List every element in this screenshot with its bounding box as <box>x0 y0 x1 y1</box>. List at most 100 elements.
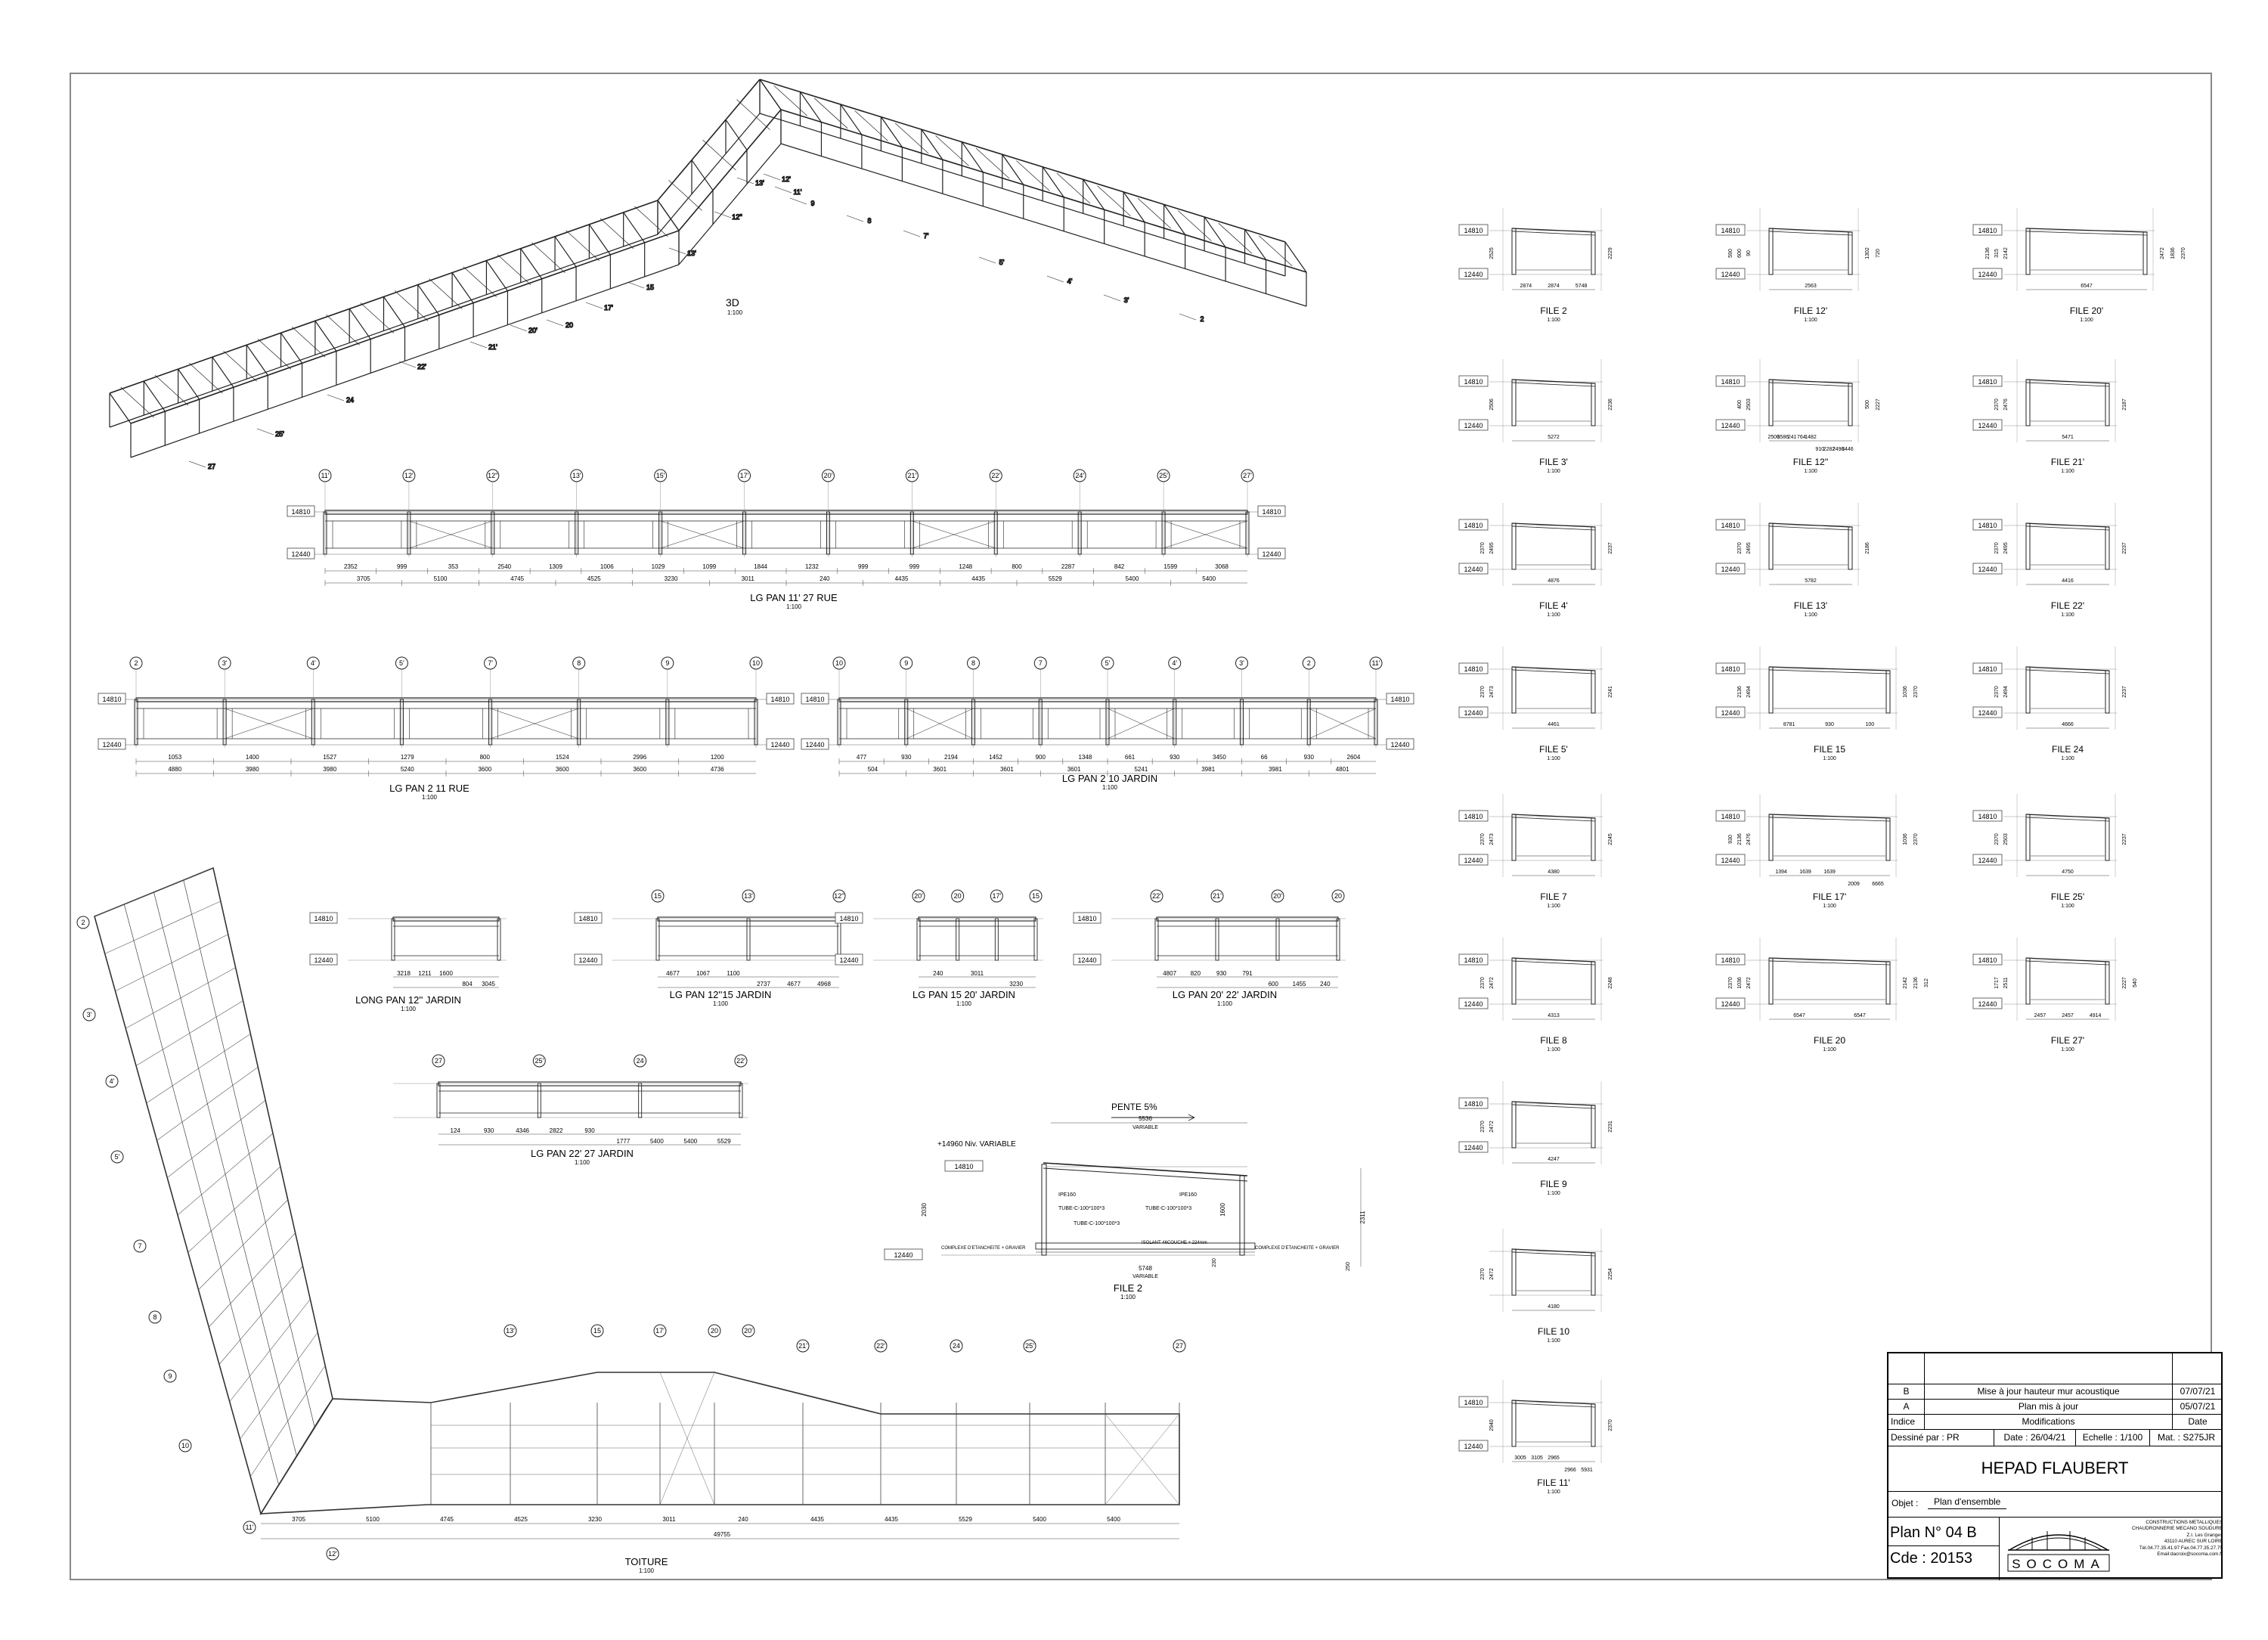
dimension-label: 2473 <box>1489 686 1495 698</box>
axis-bubble <box>570 469 584 482</box>
dimension-label: 930 <box>484 1127 494 1134</box>
level-tag <box>1715 224 1746 236</box>
dimension-label: 2030 <box>921 1203 928 1217</box>
roof-beam <box>1511 1251 1596 1257</box>
iso-crossbeam <box>178 368 200 400</box>
roof-beam <box>1511 1403 1596 1408</box>
column <box>904 699 909 746</box>
dimension-label: 1836 <box>2170 247 2176 259</box>
level-label: 14810 <box>1978 378 1997 386</box>
axis-label: 21' <box>907 472 916 479</box>
axis-bubble <box>1241 469 1254 482</box>
column <box>1591 383 1596 426</box>
dimension-label: 2540 <box>497 563 511 570</box>
dimension-label: 1639 <box>1823 870 1836 875</box>
roof-beam <box>1511 817 1596 822</box>
dimension-label: 2187 <box>2122 398 2127 411</box>
level-tag <box>1972 375 2003 387</box>
dimension-label: 2494 <box>2003 686 2009 698</box>
roof-outline-wing <box>94 867 333 1515</box>
iso-purlin <box>291 327 326 358</box>
level-label: 12440 <box>1721 271 1740 278</box>
dimension-label: 4180 <box>1548 1304 1560 1310</box>
level-tag <box>287 547 315 560</box>
file-section-scale: 1:100 <box>2061 1047 2074 1053</box>
iso-beam <box>109 200 658 394</box>
dimension-label: 240 <box>1320 981 1331 987</box>
iso-axis-label: 13' <box>687 250 696 257</box>
level-label: 14810 <box>1262 508 1281 516</box>
column <box>1511 814 1517 861</box>
dimension-label: 2966 <box>1564 1468 1576 1473</box>
roof-beam <box>1511 666 1596 671</box>
iso-beam <box>678 143 782 265</box>
level-label: 14810 <box>1721 665 1740 673</box>
column <box>1848 526 1853 570</box>
dimension-label: 1006 <box>600 563 614 570</box>
column <box>746 918 751 961</box>
plan-divider <box>1888 1545 1999 1546</box>
file-section-scale: 1:100 <box>1547 904 1560 909</box>
level-label: 12440 <box>1464 1000 1483 1008</box>
axis-bubble <box>905 469 919 482</box>
dimension-label: 2370 <box>2181 247 2186 259</box>
elevation-title: LG PAN 2 10 JARDIN <box>1062 773 1157 784</box>
roof-beam <box>2025 960 2110 966</box>
column <box>1768 522 1774 570</box>
dimension-label: 1600 <box>1219 1203 1226 1217</box>
dimension-label: 2472 <box>2160 247 2165 259</box>
dimension-label: 2737 <box>757 981 770 987</box>
column <box>1511 379 1517 426</box>
elevation-title: LONG PAN 12'' JARDIN <box>355 994 461 1006</box>
roof-beam <box>1768 957 1891 963</box>
level-tag <box>1972 953 2003 966</box>
level-tag <box>1458 1440 1489 1452</box>
level-label: 12440 <box>1978 422 1997 429</box>
axis-label: 12'' <box>834 892 844 900</box>
iso-purlin <box>1016 160 1050 191</box>
dimension-label: 5400 <box>1126 575 1139 582</box>
level-label: 12440 <box>1721 709 1740 717</box>
dimension-label: 3230 <box>665 575 678 582</box>
section-scale: 1:100 <box>1120 1294 1136 1301</box>
column <box>2025 522 2031 570</box>
iso-leader <box>789 197 807 205</box>
file-section-title: FILE 9 <box>1540 1179 1567 1189</box>
dimension-label: 2311 <box>1359 1211 1366 1224</box>
dimension-label: 3980 <box>323 766 336 773</box>
iso-leader <box>510 324 528 332</box>
axis-label: 12' <box>404 472 414 479</box>
axis-label: 17' <box>740 472 749 479</box>
dimension-label: 5400 <box>1107 1516 1120 1523</box>
dimension-label: 2495 <box>1489 542 1495 554</box>
iso-axis-label: 21' <box>488 343 497 351</box>
hdr-modifications: Modifications <box>1925 1414 2173 1429</box>
bracing <box>912 520 996 549</box>
level-tag <box>1715 375 1746 387</box>
level-tag <box>1715 810 1746 822</box>
blank-cell <box>1925 1353 2173 1384</box>
dimension-label: 2370 <box>1994 833 2000 845</box>
level-label: 12440 <box>1721 566 1740 573</box>
column <box>1041 1164 1047 1256</box>
level-label: 14810 <box>1978 522 1997 529</box>
iso-beam <box>130 230 680 424</box>
column <box>1885 817 1891 861</box>
rev-date: 07/07/21 <box>2180 1386 2216 1397</box>
roof-beam <box>1511 957 1596 963</box>
level-label: 14810 <box>1721 227 1740 234</box>
dimension-label: 3981 <box>1201 766 1215 773</box>
file-section-scale: 1:100 <box>2061 612 2074 618</box>
iso-axis-label: 12' <box>782 175 791 183</box>
level-tag <box>801 693 829 705</box>
level-label: 14810 <box>770 696 789 703</box>
axis-bubble <box>1168 656 1182 670</box>
elevation-lg-pan-2-10-jardin: LG PAN 2 10 JARDIN 1:100 148101244014810… <box>801 656 1414 791</box>
axis-bubble <box>734 1054 748 1068</box>
iso-leader <box>1103 294 1121 302</box>
file-section-title: FILE 25' <box>2051 891 2084 902</box>
